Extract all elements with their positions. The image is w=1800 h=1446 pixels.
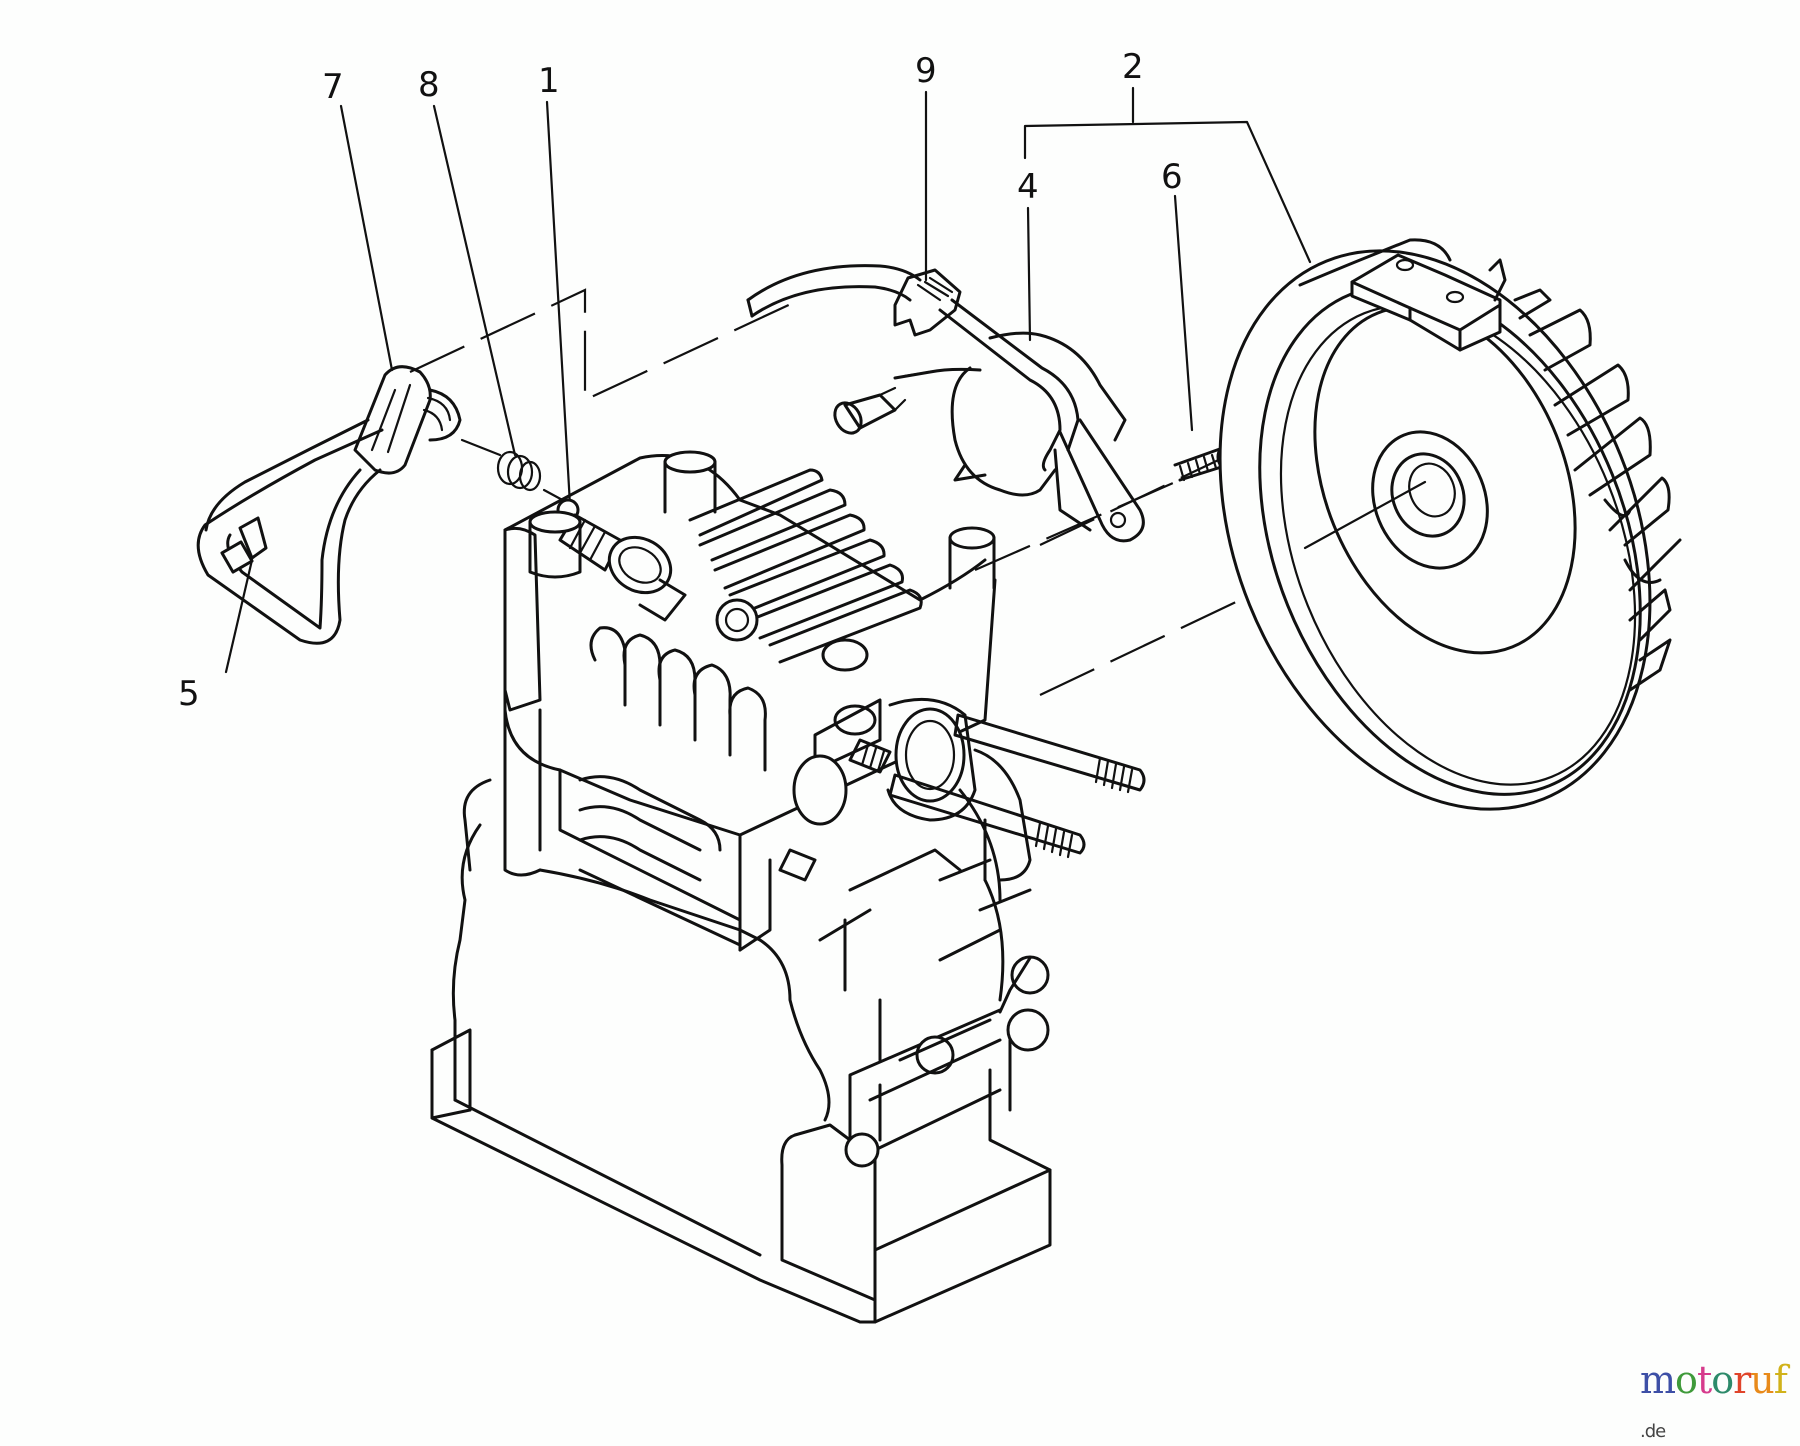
callout-4[interactable]: 4 bbox=[1017, 167, 1039, 207]
callout-2[interactable]: 2 bbox=[1122, 47, 1144, 87]
callout-5[interactable]: 5 bbox=[178, 674, 200, 714]
wm-letter: r bbox=[1733, 1358, 1751, 1402]
callout-9[interactable]: 9 bbox=[915, 51, 937, 91]
crankcase-flange bbox=[792, 697, 1032, 882]
callout-7[interactable]: 7 bbox=[322, 67, 344, 107]
wm-letter: u bbox=[1750, 1358, 1775, 1402]
engine-parts-diagram: 7 8 1 9 2 4 6 5 bbox=[178, 47, 1729, 1324]
motoruf-watermark: motoruf .de bbox=[1640, 1358, 1800, 1446]
wm-suffix: .de bbox=[1640, 1421, 1666, 1442]
callout-6[interactable]: 6 bbox=[1161, 157, 1183, 197]
wm-letter: f bbox=[1773, 1358, 1788, 1402]
wm-letter: t bbox=[1696, 1358, 1712, 1402]
flywheel-fins bbox=[1513, 288, 1682, 692]
wm-letter: m bbox=[1640, 1358, 1676, 1402]
cylinder-head bbox=[503, 450, 997, 952]
cooling-fins bbox=[589, 468, 923, 772]
flywheel[interactable] bbox=[1141, 186, 1729, 874]
callout-1[interactable]: 1 bbox=[538, 61, 560, 101]
ignition-lead[interactable] bbox=[196, 418, 384, 645]
spring[interactable] bbox=[460, 438, 570, 505]
ignition-coil[interactable] bbox=[830, 298, 1145, 543]
spark-plug-boot[interactable] bbox=[353, 365, 462, 475]
callout-labels: 7 8 1 9 2 4 6 5 bbox=[178, 47, 1183, 714]
wm-letter: o bbox=[1675, 1358, 1698, 1402]
mounting-studs bbox=[778, 713, 1146, 882]
callout-8[interactable]: 8 bbox=[418, 65, 440, 105]
engine-block bbox=[430, 698, 1052, 1324]
wire-clip[interactable] bbox=[746, 264, 962, 337]
wm-letter: o bbox=[1711, 1358, 1734, 1402]
leader-lines bbox=[224, 86, 1312, 674]
